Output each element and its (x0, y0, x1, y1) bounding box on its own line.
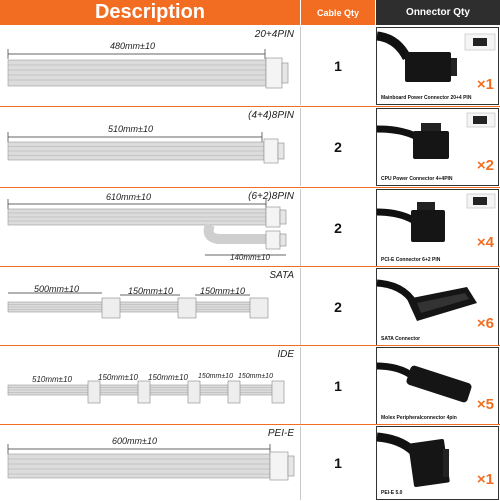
row-divider (0, 106, 500, 107)
cable-length: 150mm±10 (98, 373, 138, 382)
connector-photo (376, 279, 477, 321)
connector-qty-header: Onnector Qty (376, 0, 500, 25)
row-divider (0, 187, 500, 188)
cable-qty: 1 (334, 455, 342, 471)
connector-multiplier: ×1 (476, 76, 494, 93)
row-divider (0, 266, 500, 267)
connector-multiplier: ×2 (476, 157, 494, 174)
cable-length: 150mm±10 (128, 286, 173, 296)
cable-length: 510mm±10 (32, 375, 72, 384)
cable-length: 140mm±10 (230, 253, 270, 262)
table-row-pei-e: PEI-E 600mm±10 1 ×1 PEI-E 5.0 (0, 426, 500, 500)
cable-drawing (7, 292, 269, 319)
cable-drawing (7, 444, 295, 481)
connector-photo (376, 432, 450, 488)
connector-label: PEI-E 5.0 (381, 490, 403, 496)
cable-length: 510mm±10 (108, 124, 153, 134)
table-row-sata: SATA 500mm±10 150mm±10 150mm±10 2 ×6 SAT… (0, 268, 500, 346)
connector-label: CPU Power Connector 4+4PIN (381, 176, 453, 182)
cable-name: (4+4)8PIN (248, 110, 294, 121)
cable-length: 150mm±10 (200, 286, 245, 296)
cable-length: 610mm±10 (106, 192, 151, 202)
cable-qty-header: Cable Qty (301, 0, 375, 25)
table-row-4-4-8pin: (4+4)8PIN 510mm±10 2 ×2 CPU Power Connec… (0, 108, 500, 186)
table-row-ide: IDE 510mm±10 150mm±10 150mm±10 150mm±10 … (0, 347, 500, 425)
table-row-6-2-8pin: (6+2)8PIN 610mm±10 140mm±10 2 ×4 (0, 189, 500, 267)
cable-qty: 2 (334, 139, 342, 155)
cable-name: SATA (269, 270, 294, 281)
connector-image: ×2 CPU Power Connector 4+4PIN (376, 108, 499, 186)
cable-name: PEI-E (267, 428, 294, 439)
cable-drawing (7, 199, 287, 256)
cable-qty: 2 (334, 220, 342, 236)
cable-description: 20+4PIN 480mm±10 (0, 27, 301, 105)
connector-label: SATA Connector (381, 336, 421, 342)
cable-description: PEI-E 600mm±10 (0, 426, 301, 500)
connector-label: Mainboard Power Connector 20+4 PIN (381, 95, 472, 101)
connector-image: ×6 SATA Connector (376, 268, 499, 346)
cable-length: 150mm±10 (238, 373, 273, 380)
connector-image: ×1 PEI-E 5.0 (376, 426, 499, 500)
connector-photo (376, 31, 496, 82)
connector-image: ×5 Molex Peripheralconnector 4pin (376, 347, 499, 425)
connector-photo (376, 193, 496, 242)
cable-name: 20+4PIN (254, 29, 294, 40)
cable-description: (4+4)8PIN 510mm±10 (0, 108, 301, 186)
cable-drawing (7, 380, 285, 404)
cable-drawing (7, 132, 285, 164)
cable-description: (6+2)8PIN 610mm±10 140mm±10 (0, 189, 301, 267)
connector-photo (376, 362, 472, 403)
connector-label: PCI-E Connector 6+2 PIN (381, 257, 441, 263)
cable-name: (6+2)8PIN (248, 191, 294, 202)
connector-label: Molex Peripheralconnector 4pin (381, 415, 457, 421)
table-row-20-4pin: 20+4PIN 480mm±10 1 ×1 Mainboard Power Co… (0, 27, 500, 105)
description-header: Description (0, 0, 300, 25)
cable-length: 600mm±10 (112, 436, 157, 446)
row-divider (0, 424, 500, 425)
row-divider (0, 345, 500, 346)
table-header: Description Cable Qty Onnector Qty (0, 0, 500, 25)
cable-description: IDE 510mm±10 150mm±10 150mm±10 150mm±10 … (0, 347, 301, 425)
cable-length: 150mm±10 (148, 373, 188, 382)
cable-description: SATA 500mm±10 150mm±10 150mm±10 (0, 268, 301, 346)
connector-multiplier: ×6 (476, 315, 494, 332)
cable-length: 480mm±10 (110, 41, 155, 51)
cable-qty: 1 (334, 378, 342, 394)
connector-image: ×1 Mainboard Power Connector 20+4 PIN (376, 27, 499, 105)
cable-qty: 2 (334, 299, 342, 315)
cable-name: IDE (277, 349, 294, 360)
connector-photo (376, 112, 496, 159)
connector-multiplier: ×5 (476, 396, 494, 413)
cable-length: 150mm±10 (198, 373, 233, 380)
cable-length: 500mm±10 (34, 284, 79, 294)
cable-drawing (7, 49, 289, 89)
connector-image: ×4 PCI-E Connector 6+2 PIN (376, 189, 499, 267)
cable-qty: 1 (334, 58, 342, 74)
connector-multiplier: ×4 (476, 234, 494, 251)
connector-multiplier: ×1 (476, 471, 494, 488)
